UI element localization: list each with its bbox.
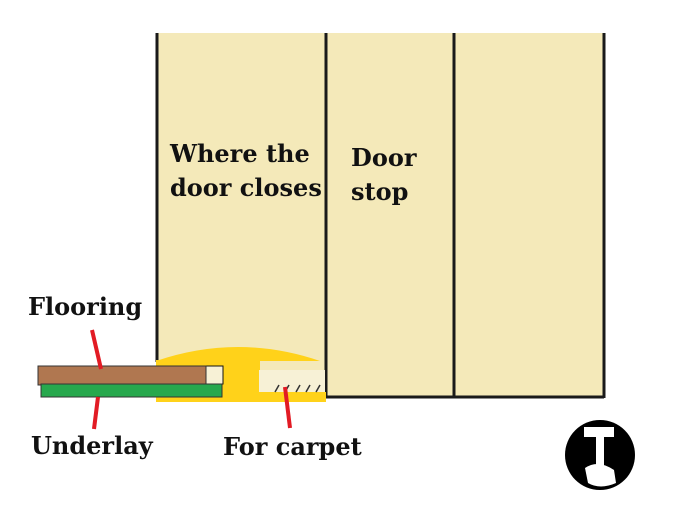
panel-door-stop	[326, 33, 454, 398]
flooring-board	[37, 365, 207, 386]
flooring-layers	[37, 365, 223, 398]
threshold-stem	[222, 360, 260, 402]
panel-where-door-closes	[156, 33, 326, 398]
threshold-cap	[156, 347, 320, 361]
panel-right	[454, 33, 604, 398]
label-door-stop: Door stop	[351, 141, 416, 209]
carpet-pointer	[283, 386, 292, 429]
flooring-pointer	[90, 329, 103, 370]
label-flooring: Flooring	[28, 292, 143, 321]
label-for-carpet: For carpet	[223, 432, 362, 461]
label-door-stop-line-1: Door	[351, 143, 417, 172]
hammer-in-hand-icon	[565, 420, 635, 490]
carpet-channel	[259, 370, 325, 392]
pointers	[90, 329, 292, 430]
door-panels	[155, 33, 606, 399]
underlay-pointer	[92, 396, 100, 430]
underlay-layer	[40, 383, 223, 398]
label-where-door-closes: Where the door closes	[170, 137, 322, 205]
label-underlay: Underlay	[31, 431, 153, 460]
label-door-stop-line-2: stop	[351, 177, 409, 206]
threshold-gap	[204, 365, 224, 385]
label-where-door-closes-line-2: door closes	[170, 173, 322, 202]
label-where-door-closes-line-1: Where the	[170, 139, 310, 168]
threshold-base-right	[258, 392, 326, 402]
